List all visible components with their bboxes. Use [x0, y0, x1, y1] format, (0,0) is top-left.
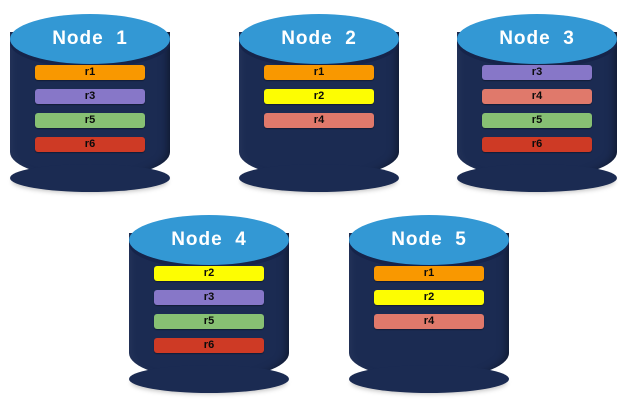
- replica-bar[interactable]: r5: [154, 314, 264, 329]
- replica-bar[interactable]: r3: [154, 290, 264, 305]
- replica-bar[interactable]: r5: [482, 113, 592, 128]
- replica-bar[interactable]: r2: [374, 290, 484, 305]
- replica-bar[interactable]: r3: [482, 65, 592, 80]
- cylinder-top-ellipse: [129, 215, 289, 265]
- replica-list: r3 r4 r5 r6: [457, 65, 617, 161]
- replica-list: r2 r3 r5 r6: [129, 266, 289, 362]
- node-label: Node 1: [52, 28, 128, 49]
- replica-bar[interactable]: r4: [482, 89, 592, 104]
- replica-bar[interactable]: r4: [264, 113, 374, 128]
- replica-list: r1 r2 r4: [239, 65, 399, 137]
- cylinder-top-ellipse: [457, 14, 617, 64]
- node-cylinder[interactable]: Node 5 r1 r2 r4: [349, 209, 509, 395]
- replica-bar[interactable]: r3: [35, 89, 145, 104]
- replica-bar[interactable]: r2: [264, 89, 374, 104]
- replica-bar[interactable]: r4: [374, 314, 484, 329]
- cylinder-top-ellipse: [10, 14, 170, 64]
- node-label: Node 4: [171, 229, 247, 250]
- node-label: Node 2: [281, 28, 357, 49]
- node-cylinder[interactable]: Node 2 r1 r2 r4: [239, 8, 399, 194]
- cylinder-top-ellipse: [239, 14, 399, 64]
- replica-bar[interactable]: r1: [264, 65, 374, 80]
- cylinder-top-ellipse: [349, 215, 509, 265]
- node-label: Node 5: [391, 229, 467, 250]
- replica-bar[interactable]: r5: [35, 113, 145, 128]
- node-label: Node 3: [499, 28, 575, 49]
- node-cylinder[interactable]: Node 1 r1 r3 r5 r6: [10, 8, 170, 194]
- replica-bar[interactable]: r6: [154, 338, 264, 353]
- replica-bar[interactable]: r2: [154, 266, 264, 281]
- replica-list: r1 r3 r5 r6: [10, 65, 170, 161]
- replica-list: r1 r2 r4: [349, 266, 509, 338]
- node-cylinder[interactable]: Node 4 r2 r3 r5 r6: [129, 209, 289, 395]
- replica-bar[interactable]: r6: [482, 137, 592, 152]
- replica-bar[interactable]: r1: [35, 65, 145, 80]
- replica-bar[interactable]: r1: [374, 266, 484, 281]
- replica-bar[interactable]: r6: [35, 137, 145, 152]
- node-cylinder[interactable]: Node 3 r3 r4 r5 r6: [457, 8, 617, 194]
